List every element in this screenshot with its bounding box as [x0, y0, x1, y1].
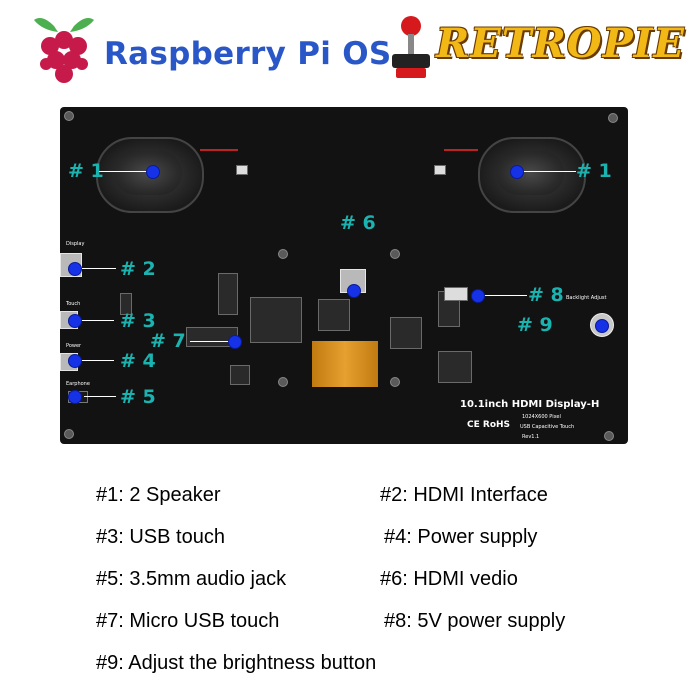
legend-item-2: #2: HDMI Interface [380, 484, 548, 506]
mount-hole [278, 377, 288, 387]
retropie-logo-text: RETROPIE [436, 20, 685, 67]
leader-line [74, 268, 116, 269]
main-ic [250, 297, 302, 343]
legend-item-1: #1: 2 Speaker [96, 484, 221, 506]
raspberry-pi-logo-icon [34, 18, 94, 83]
leader-line [84, 396, 116, 397]
legend-item-9: #9: Adjust the brightness button [96, 652, 377, 674]
small-chip [120, 293, 132, 315]
small-chip [318, 299, 350, 331]
leader-line [190, 341, 234, 342]
mount-hole [390, 249, 400, 259]
leader-line [98, 171, 152, 172]
marker-3: # 3 [120, 310, 156, 332]
legend-item-3: #3: USB touch [96, 526, 225, 548]
port-label-power: Power [66, 343, 82, 349]
marker-8: # 8 [528, 284, 564, 306]
small-chip [230, 365, 250, 385]
board-touch-type: USB Capacitive Touch [520, 424, 575, 430]
small-chip [218, 273, 238, 315]
small-chip [390, 317, 422, 349]
speaker-wire [444, 149, 478, 151]
mount-hole [390, 377, 400, 387]
mount-hole [608, 113, 618, 123]
raspberry-pi-os-logo-text: Raspberry Pi OS [104, 36, 392, 72]
leader-line [477, 295, 527, 296]
location-dot-speaker-right [510, 165, 524, 179]
board-cert: CE RoHS [467, 420, 511, 430]
mount-hole [604, 431, 614, 441]
mount-hole [64, 429, 74, 439]
marker-9: # 9 [517, 314, 553, 336]
mount-hole [64, 111, 74, 121]
location-dot-power [68, 354, 82, 368]
marker-6: # 6 [340, 212, 376, 234]
marker-5: # 5 [120, 386, 156, 408]
board-title: 10.1inch HDMI Display-H [460, 399, 600, 410]
logo-row: Raspberry Pi OS RETROPIE [0, 0, 700, 100]
marker-2: # 2 [120, 258, 156, 280]
speaker-wire [200, 149, 238, 151]
leader-line [74, 320, 114, 321]
speaker-right [478, 137, 586, 213]
leader-line [516, 171, 576, 172]
location-dot-hdmi-video [347, 284, 361, 298]
board-revision: Rev1.1 [522, 434, 540, 440]
port-label-touch: Touch [66, 301, 81, 307]
location-dot-brightness [595, 319, 609, 333]
port-label-earphone: Earphone [66, 381, 90, 387]
legend-item-4: #4: Power supply [384, 526, 538, 548]
marker-7: # 7 [150, 330, 186, 352]
location-dot-micro-usb [228, 335, 242, 349]
ribbon-cable [312, 341, 378, 387]
legend-item-8: #8: 5V power supply [384, 610, 566, 632]
marker-1-left: # 1 [68, 160, 104, 182]
joystick-icon [392, 16, 430, 78]
leader-line [74, 360, 114, 361]
location-dot-hdmi [68, 262, 82, 276]
location-dot-speaker-left [146, 165, 160, 179]
location-dot-usb-touch [68, 314, 82, 328]
board-resolution: 1024X600 Pixel [522, 414, 561, 420]
marker-4: # 4 [120, 350, 156, 372]
power-connector [444, 287, 468, 301]
location-dot-5v [471, 289, 485, 303]
port-label-display: Display [66, 241, 85, 247]
marker-1-right: # 1 [576, 160, 612, 182]
speaker-connector [434, 165, 446, 175]
backlight-label: Backlight Adjust [566, 295, 607, 301]
legend-item-5: #5: 3.5mm audio jack [96, 568, 287, 590]
mount-hole [278, 249, 288, 259]
display-board-back: Display Touch Power Earphone Backlight A… [60, 107, 628, 444]
legend-item-6: #6: HDMI vedio [380, 568, 518, 590]
legend-item-7: #7: Micro USB touch [96, 610, 280, 632]
speaker-connector [236, 165, 248, 175]
small-chip [438, 351, 472, 383]
location-dot-audio [68, 390, 82, 404]
